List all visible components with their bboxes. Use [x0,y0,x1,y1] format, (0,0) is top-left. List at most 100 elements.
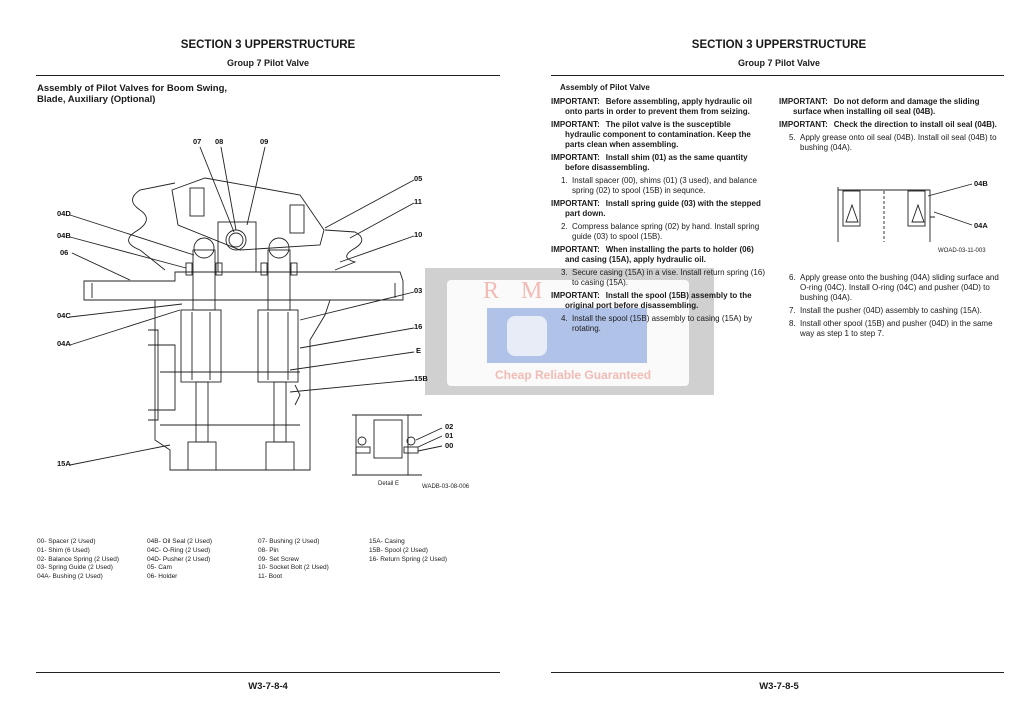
section-title-left: SECTION 3 UPPERSTRUCTURE [180,39,356,51]
important-label: IMPORTANT: [551,245,600,254]
note-text: Install the pusher (04D) assembly to cas… [800,306,982,315]
header-rule-left [36,75,500,76]
legend-col-1: 00- Spacer (2 Used) 01- Shim (6 Used) 02… [37,538,147,582]
right-page-heading: Assembly of Pilot Valve [560,83,650,92]
instructions-column-2-bottom: 6. Apply grease onto the bushing (04A) sl… [779,270,1001,339]
legend-item: 06- Holder [147,573,178,581]
label-15B: 15B [414,374,428,383]
procedure-step: 4. Install the spool (15B) assembly to ca… [561,314,766,334]
important-label: IMPORTANT: [779,97,828,106]
legend-col-2: 04B- Oil Seal (2 Used) 04C- O-Ring (2 Us… [147,538,258,582]
label-03: 03 [414,286,422,295]
legend-col-4: 15A- Casing 15B- Spool (2 Used) 16- Retu… [369,538,469,582]
important-label: IMPORTANT: [779,120,828,129]
procedure-step: 2. Compress balance spring (02) by hand. … [561,222,766,242]
procedure-step: 8. Install other spool (15B) and pusher (… [789,319,1001,339]
step-number: 2. [561,222,568,231]
legend-col-3: 07- Bushing (2 Used) 08- Pin 09- Set Scr… [258,538,369,582]
legend-item: 09- Set Screw [258,555,299,563]
legend-item: 04C- O-Ring (2 Used) [147,546,211,554]
note-text: Install spacer (00), shims (01) (3 used)… [572,176,757,195]
footer-rule-right [551,672,1004,673]
step-number: 6. [789,273,796,282]
note-text: Install other spool (15B) and pusher (04… [800,319,993,338]
label-02: 02 [445,422,453,431]
important-label: IMPORTANT: [551,199,600,208]
procedure-step: 1. Install spacer (00), shims (01) (3 use… [561,176,766,196]
important-label: IMPORTANT: [551,153,600,162]
section-title-right: SECTION 3 UPPERSTRUCTURE [691,39,867,51]
seal-label-04A: 04A [974,221,988,230]
step-number: 3. [561,268,568,277]
important-label: IMPORTANT: [551,97,600,106]
legend-item: 15A- Casing [369,538,405,545]
important-note: IMPORTANT:Do not deform and damage the s… [779,97,1001,117]
note-text: When installing the parts to holder (06)… [565,245,754,264]
group-title-right: Group 7 Pilot Valve [737,58,821,68]
important-note: IMPORTANT: Check the direction to install… [779,120,1001,130]
label-16: 16 [414,322,422,331]
header-rule-right [551,75,1004,76]
label-04A: 04A [57,339,71,348]
label-07: 07 [193,137,201,146]
figure-id-left: WADB-03-08-006 [422,484,470,490]
note-text: Install shim (01) as the same quantity b… [565,153,748,172]
note-text: Install the spool (15B) assembly to the … [565,291,752,310]
step-number: 5. [789,133,796,142]
label-E: E [416,346,421,355]
note-text: Apply grease onto oil seal (04B). Instal… [800,133,997,152]
important-note: IMPORTANT:When installing the parts to h… [551,245,766,265]
watermark: R M Cheap Reliable Guaranteed [425,268,714,395]
note-text: Check the direction to install oil seal … [833,120,997,129]
label-01: 01 [445,431,453,440]
legend-item: 08- Pin [258,546,279,554]
page-number-left: W3-7-8-4 [248,681,288,692]
legend-item: 04B- Oil Seal (2 Used) [147,538,213,545]
heading-line-2: Blade, Auxiliary (Optional) [37,94,156,105]
page-number-right: W3-7-8-5 [759,681,799,692]
step-number: 1. [561,176,568,185]
step-number: 4. [561,314,568,323]
label-15A: 15A [57,459,71,468]
left-page-heading: Assembly of Pilot Valves for Boom Swing,… [37,83,227,105]
legend-item: 01- Shim (6 Used) [37,546,90,554]
legend-item: 11- Boot [258,573,283,581]
label-08: 08 [215,137,223,146]
procedure-step: 6. Apply grease onto the bushing (04A) sl… [789,273,1001,303]
watermark-slogan: Cheap Reliable Guaranteed [495,368,652,382]
note-text: Compress balance spring (02) by hand. In… [572,222,760,241]
group-title-left: Group 7 Pilot Valve [226,58,310,68]
parts-legend: 00- Spacer (2 Used) 01- Shim (6 Used) 02… [37,538,477,582]
note-text: Do not deform and damage the sliding sur… [793,97,980,116]
step-number: 8. [789,319,796,328]
important-note: IMPORTANT:The pilot valve is the suscept… [551,120,766,150]
watermark-brand: R M [483,278,551,304]
procedure-step: 7. Install the pusher (04D) assembly to c… [789,306,1001,316]
label-04C: 04C [57,311,71,320]
figure-id-seal: WOAD-03-11-003 [938,248,986,254]
note-text: Install the spool (15B) assembly to casi… [572,314,753,333]
legend-item: 07- Bushing (2 Used) [258,538,320,545]
watermark-logo-icon [487,308,647,363]
label-06: 06 [60,248,68,257]
important-note: IMPORTANT:Install spring guide (03) with… [551,199,766,219]
note-text: Secure casing (15A) in a vise. Install r… [572,268,765,287]
label-10: 10 [414,230,422,239]
note-text: The pilot valve is the susceptible hydra… [565,120,751,149]
instructions-column-2-top: IMPORTANT:Do not deform and damage the s… [779,94,1001,153]
procedure-step: 3. Secure casing (15A) in a vise. Install… [561,268,766,288]
label-09: 09 [260,137,268,146]
label-11: 11 [414,197,422,206]
seal-label-04B: 04B [974,179,988,188]
step-number: 7. [789,306,796,315]
legend-item: 05- Cam [147,564,172,572]
diagram-labels: 07 08 09 05 11 10 04D 04B 06 03 04C 04A … [57,137,988,468]
important-note: IMPORTANT:Before assembling, apply hydra… [551,97,766,117]
label-05: 05 [414,174,422,183]
footer-rule-left [36,672,500,673]
label-04B: 04B [57,231,71,240]
legend-item: 16- Return Spring (2 Used) [369,555,448,563]
note-text: Apply grease onto the bushing (04A) slid… [800,273,999,302]
important-note: IMPORTANT:Install shim (01) as the same … [551,153,766,173]
